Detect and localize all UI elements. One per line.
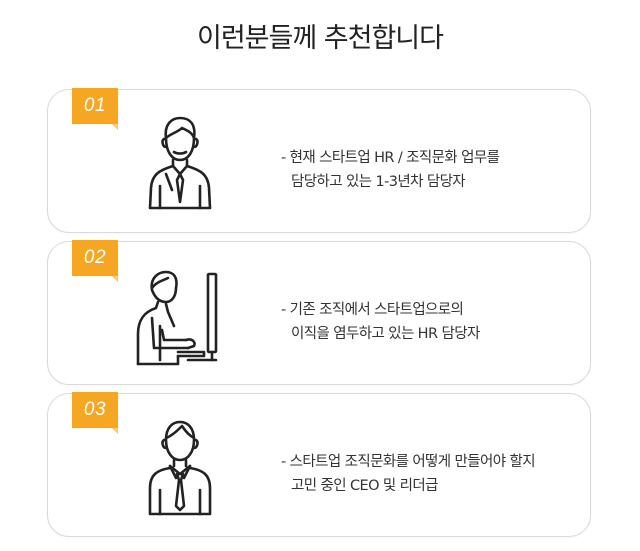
description-line-2: 이직을 염두하고 있는 HR 담당자 bbox=[291, 326, 480, 342]
badge-number: 01 bbox=[83, 95, 107, 116]
badge-number: 02 bbox=[83, 247, 107, 268]
description-line-2: 고민 중인 CEO 및 리더급 bbox=[291, 478, 438, 494]
description-line-1: - 현재 스타트업 HR / 조직문화 업무를 bbox=[281, 150, 500, 166]
recommend-card-3: 03 bbox=[47, 392, 591, 537]
number-badge: 01 bbox=[72, 88, 118, 130]
number-badge: 03 bbox=[72, 392, 118, 434]
description-line-1: - 기존 조직에서 스타트업으로의 bbox=[281, 302, 464, 318]
businessman-icon bbox=[130, 108, 230, 218]
section-title: 이런분들께 추천합니다 bbox=[197, 23, 444, 54]
recommend-card-2: 02 bbox=[47, 240, 591, 385]
person-at-computer-icon bbox=[130, 260, 230, 370]
manager-icon bbox=[130, 412, 230, 522]
recommend-card-1: 01 - 현재 bbox=[47, 88, 591, 233]
card-description: - 스타트업 조직문화를 어떻게 만들어야 할지 고민 중인 CEO 및 리더급 bbox=[281, 450, 536, 498]
description-line-1: - 스타트업 조직문화를 어떻게 만들어야 할지 bbox=[281, 454, 536, 470]
number-badge: 02 bbox=[72, 240, 118, 282]
card-description: - 기존 조직에서 스타트업으로의 이직을 염두하고 있는 HR 담당자 bbox=[281, 298, 480, 346]
badge-number: 03 bbox=[83, 399, 107, 420]
description-line-2: 담당하고 있는 1-3년차 담당자 bbox=[291, 174, 466, 190]
card-description: - 현재 스타트업 HR / 조직문화 업무를 담당하고 있는 1-3년차 담당… bbox=[281, 146, 500, 194]
